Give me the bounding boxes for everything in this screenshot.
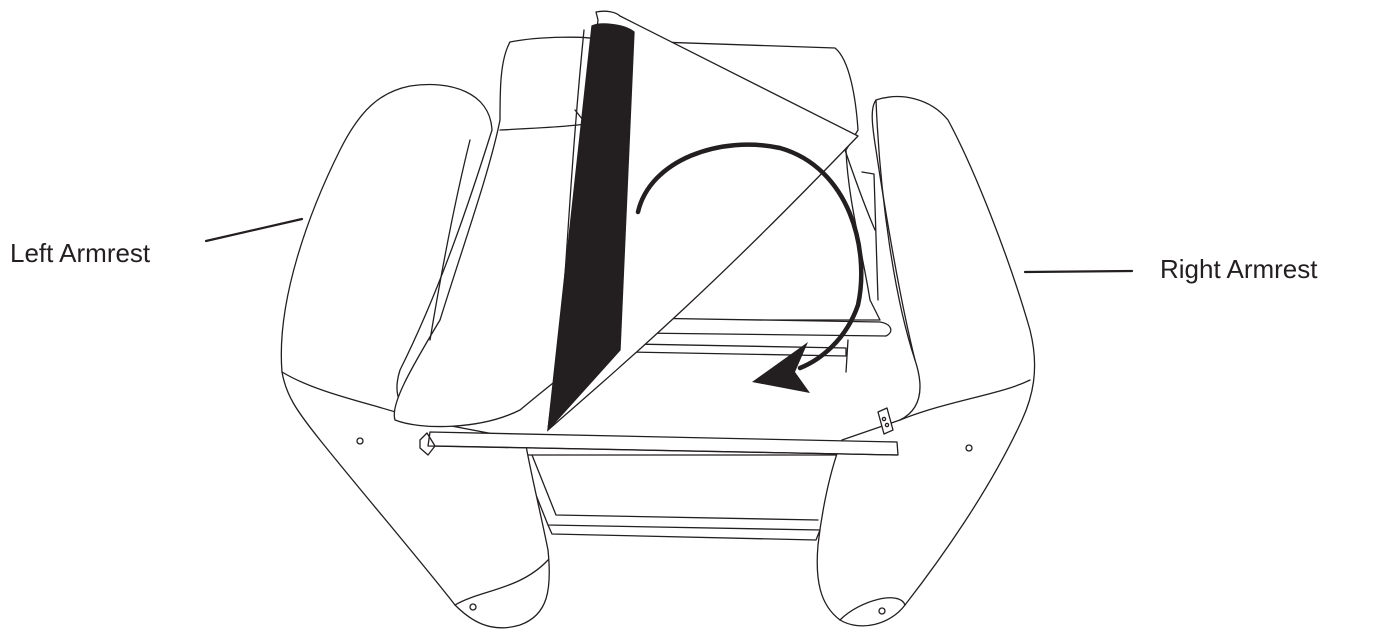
right-armrest bbox=[817, 97, 1034, 626]
right-armrest-leader-line bbox=[1025, 271, 1132, 272]
left-armrest-leader-line bbox=[206, 219, 302, 241]
base-frame bbox=[520, 455, 840, 540]
seat-rails bbox=[630, 318, 891, 372]
right-armrest-label: Right Armrest bbox=[1160, 256, 1318, 282]
left-armrest-label: Left Armrest bbox=[10, 240, 150, 266]
